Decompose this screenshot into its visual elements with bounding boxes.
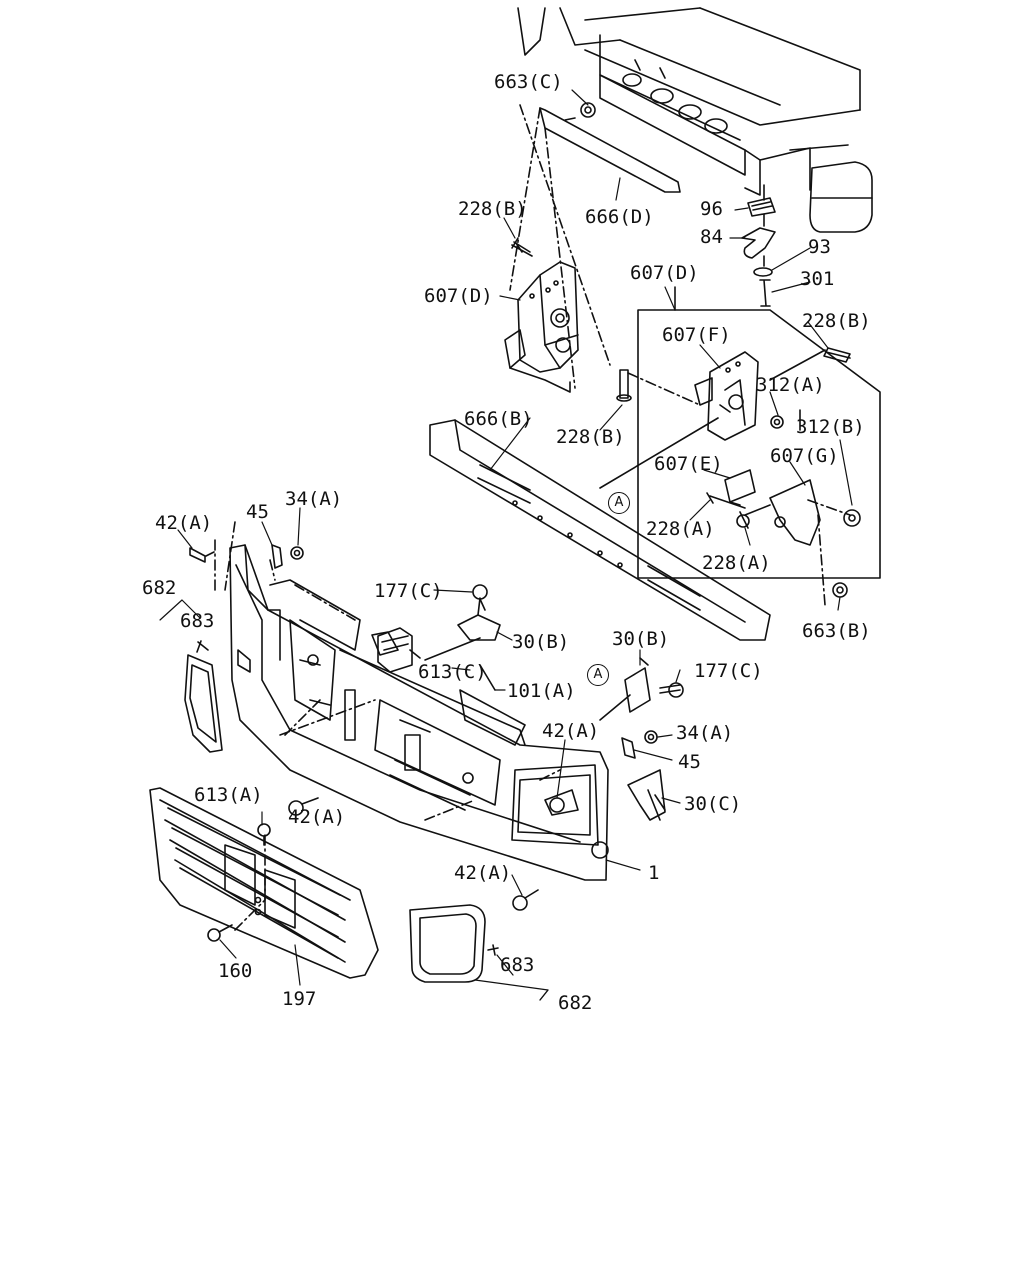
label-663b: 663(B) xyxy=(802,620,871,642)
label-34a-1: 34(A) xyxy=(285,488,343,510)
label-663c: 663(C) xyxy=(494,71,563,93)
label-101a: 101(A) xyxy=(507,680,576,702)
label-177c-2: 177(C) xyxy=(694,660,763,682)
label-228a-1: 228(A) xyxy=(646,518,715,540)
label-84: 84 xyxy=(700,226,723,248)
clips-upper-left-drawing xyxy=(189,544,304,653)
label-682-2: 682 xyxy=(558,992,593,1014)
label-34a-2: 34(A) xyxy=(676,722,734,744)
label-312b: 312(B) xyxy=(796,416,865,438)
bracket-607f-drawing xyxy=(694,347,851,441)
brackets-607eg-drawing xyxy=(706,469,861,598)
label-607d-left: 607(D) xyxy=(424,285,493,307)
label-613c: 613(C) xyxy=(418,661,487,683)
label-30c: 30(C) xyxy=(684,793,742,815)
label-228b-top: 228(B) xyxy=(458,198,527,220)
label-93: 93 xyxy=(808,236,831,258)
callout-a-left: A xyxy=(587,664,609,686)
bumper-panel-drawing xyxy=(229,544,609,881)
grille-197-drawing xyxy=(149,787,379,979)
bracket-cluster-center-drawing xyxy=(377,584,501,691)
label-607g: 607(G) xyxy=(770,445,839,467)
label-96: 96 xyxy=(700,198,723,220)
label-607f: 607(F) xyxy=(662,324,731,346)
label-607e: 607(E) xyxy=(654,453,723,475)
label-607d-right: 607(D) xyxy=(630,262,699,284)
label-197: 197 xyxy=(282,988,317,1010)
cab-frame-drawing xyxy=(517,7,873,233)
lamp-frame-682-left-drawing xyxy=(184,654,223,753)
label-682-1: 682 xyxy=(142,577,177,599)
label-45-2: 45 xyxy=(678,751,701,773)
label-42a-2: 42(A) xyxy=(542,720,600,742)
label-683-1: 683 xyxy=(180,610,215,632)
label-42a-4: 42(A) xyxy=(454,862,512,884)
bolts-228b-drawing xyxy=(511,237,632,402)
hook-assembly-drawing xyxy=(741,184,776,307)
label-42a-3: 42(A) xyxy=(288,806,346,828)
label-228b-mid: 228(B) xyxy=(556,426,625,448)
label-42a-1: 42(A) xyxy=(155,512,213,534)
label-160: 160 xyxy=(218,960,253,982)
label-45-1: 45 xyxy=(246,501,269,523)
plate-666d-drawing xyxy=(539,102,681,193)
label-613a: 613(A) xyxy=(194,784,263,806)
callout-a-right: A xyxy=(608,492,630,514)
label-228b-right: 228(B) xyxy=(802,310,871,332)
label-666b: 666(B) xyxy=(464,408,533,430)
label-177c-1: 177(C) xyxy=(374,580,443,602)
bracket-cluster-right-drawing xyxy=(544,657,684,821)
label-301: 301 xyxy=(800,268,835,290)
leader-lines xyxy=(159,89,853,1001)
label-228a-2: 228(A) xyxy=(702,552,771,574)
label-1: 1 xyxy=(648,862,660,884)
lamp-frame-682-right-drawing xyxy=(409,904,499,983)
label-666d: 666(D) xyxy=(585,206,654,228)
label-683-2: 683 xyxy=(500,954,535,976)
bumper-bar-666b-drawing xyxy=(429,419,771,641)
label-30b-1: 30(B) xyxy=(512,631,570,653)
label-312a: 312(A) xyxy=(756,374,825,396)
label-30b-2: 30(B) xyxy=(612,628,670,650)
